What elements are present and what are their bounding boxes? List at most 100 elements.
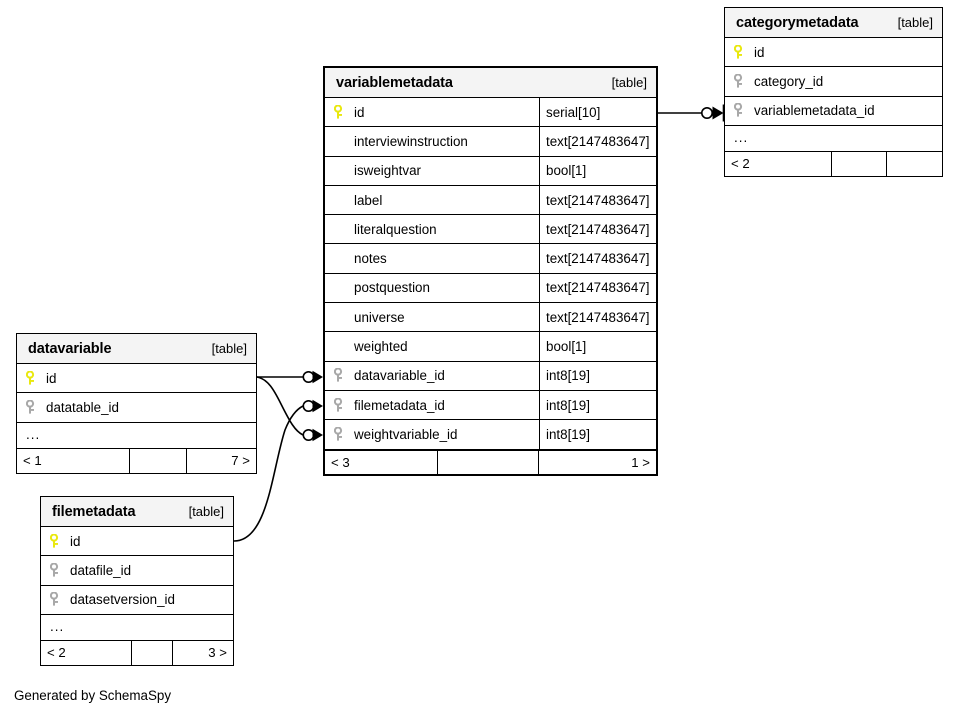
footer-middle-cell	[132, 640, 173, 665]
primary-key-icon	[50, 533, 70, 549]
column-row[interactable]: id	[725, 38, 942, 68]
column-row[interactable]: datafile_id	[41, 556, 233, 586]
column-list: id category_id variablemetadata_id	[725, 38, 942, 176]
table-footer: < 2	[725, 151, 942, 176]
column-type: int8[19]	[546, 397, 590, 413]
column-name: id	[354, 104, 365, 120]
column-row[interactable]: id serial[10]	[325, 98, 656, 128]
footer-outgoing-count[interactable]: 7 >	[231, 453, 250, 469]
table-filemetadata[interactable]: filemetadata [table] id datafile_id	[40, 496, 234, 666]
footer-outgoing-count[interactable]	[887, 152, 942, 176]
table-variablemetadata[interactable]: variablemetadata [table] id serial[10] i…	[323, 66, 658, 476]
column-name: interviewinstruction	[354, 133, 468, 149]
column-name: isweightvar	[354, 163, 421, 179]
table-footer: < 1 7 >	[17, 448, 256, 473]
column-name: datasetversion_id	[70, 592, 175, 608]
column-type: bool[1]	[546, 339, 587, 355]
column-row[interactable]: datavariable_id int8[19]	[325, 361, 656, 391]
table-footer: < 3 1 >	[325, 449, 656, 474]
table-categorymetadata[interactable]: categorymetadata [table] id category_id	[724, 7, 943, 177]
column-row[interactable]: id	[41, 527, 233, 557]
column-name: datafile_id	[70, 562, 132, 578]
column-row[interactable]: notes text[2147483647]	[325, 244, 656, 274]
table-title: variablemetadata	[336, 74, 453, 91]
footer-incoming-count[interactable]: < 2	[725, 151, 832, 176]
column-row[interactable]: isweightvar bool[1]	[325, 156, 656, 186]
column-name: postquestion	[354, 280, 430, 296]
column-name: id	[754, 44, 765, 60]
footer-middle-cell	[438, 450, 539, 474]
column-row[interactable]: category_id	[725, 67, 942, 97]
edge-variablemetadata-categorymetadata	[658, 104, 725, 122]
column-row[interactable]: datasetversion_id	[41, 586, 233, 615]
primary-key-icon	[334, 104, 354, 120]
footer-incoming-count[interactable]: < 2	[41, 640, 132, 665]
column-name: category_id	[754, 73, 824, 89]
footer-middle-cell	[130, 448, 187, 473]
more-columns-indicator: ...	[725, 126, 942, 152]
column-type: text[2147483647]	[546, 280, 650, 296]
table-datavariable[interactable]: datavariable [table] id datatable_id	[16, 333, 257, 474]
ellipsis-label: ...	[26, 427, 41, 443]
column-name: id	[46, 370, 57, 386]
column-list: id datafile_id datasetversion_id	[41, 527, 233, 665]
table-type-tag: [table]	[188, 504, 224, 519]
table-header-datavariable: datavariable [table]	[17, 334, 256, 364]
column-type: serial[10]	[546, 104, 601, 120]
footer-outgoing-count[interactable]: 1 >	[631, 454, 650, 470]
primary-key-icon	[26, 370, 46, 386]
table-title: datavariable	[28, 340, 112, 357]
column-row[interactable]: weightvariable_id int8[19]	[325, 420, 656, 450]
foreign-key-icon	[734, 103, 754, 118]
column-row[interactable]: literalquestion text[2147483647]	[325, 215, 656, 245]
column-type: text[2147483647]	[546, 309, 650, 325]
table-title: categorymetadata	[736, 14, 859, 31]
table-header-categorymetadata: categorymetadata [table]	[725, 8, 942, 38]
table-header-filemetadata: filemetadata [table]	[41, 497, 233, 527]
foreign-key-icon	[334, 397, 354, 413]
column-row[interactable]: variablemetadata_id	[725, 97, 942, 126]
column-row[interactable]: label text[2147483647]	[325, 185, 656, 216]
column-name: filemetadata_id	[354, 397, 445, 413]
column-name: label	[354, 192, 383, 208]
footer-outgoing-count[interactable]: 3 >	[208, 645, 227, 661]
foreign-key-icon	[26, 399, 46, 415]
table-type-tag: [table]	[897, 15, 933, 30]
column-type: text[2147483647]	[546, 192, 650, 208]
column-row[interactable]: universe text[2147483647]	[325, 303, 656, 333]
generator-credit: Generated by SchemaSpy	[14, 688, 172, 703]
more-columns-indicator: ...	[17, 423, 256, 449]
column-type: text[2147483647]	[546, 221, 650, 237]
footer-incoming-count[interactable]: < 1	[17, 448, 130, 473]
column-type: int8[19]	[546, 426, 590, 442]
column-row[interactable]: postquestion text[2147483647]	[325, 273, 656, 304]
footer-middle-cell	[832, 151, 887, 176]
column-type: bool[1]	[546, 163, 587, 179]
column-row[interactable]: id	[17, 364, 256, 394]
table-header-variablemetadata: variablemetadata [table]	[325, 68, 656, 98]
column-name: variablemetadata_id	[754, 103, 875, 119]
column-name: id	[70, 533, 81, 549]
column-row[interactable]: filemetadata_id int8[19]	[325, 390, 656, 421]
table-type-tag: [table]	[211, 341, 247, 356]
table-footer: < 2 3 >	[41, 640, 233, 665]
column-row[interactable]: interviewinstruction text[2147483647]	[325, 127, 656, 157]
column-type: int8[19]	[546, 368, 590, 384]
more-columns-indicator: ...	[41, 615, 233, 641]
footer-incoming-count[interactable]: < 3	[325, 450, 438, 474]
column-list: id serial[10] interviewinstruction text[…	[325, 98, 656, 474]
column-row[interactable]: weighted bool[1]	[325, 332, 656, 362]
column-name: datatable_id	[46, 399, 119, 415]
column-type: text[2147483647]	[546, 133, 650, 149]
column-name: notes	[354, 251, 387, 267]
edge-datavariable-datavariable_id	[257, 370, 323, 384]
column-row[interactable]: datatable_id	[17, 393, 256, 423]
column-name: weighted	[354, 339, 408, 355]
foreign-key-icon	[50, 562, 70, 578]
edge-datavariable-weightvariable_id	[256, 376, 323, 442]
column-name: literalquestion	[354, 221, 437, 237]
foreign-key-icon	[334, 368, 354, 383]
foreign-key-icon	[734, 73, 754, 89]
foreign-key-icon	[50, 592, 70, 607]
